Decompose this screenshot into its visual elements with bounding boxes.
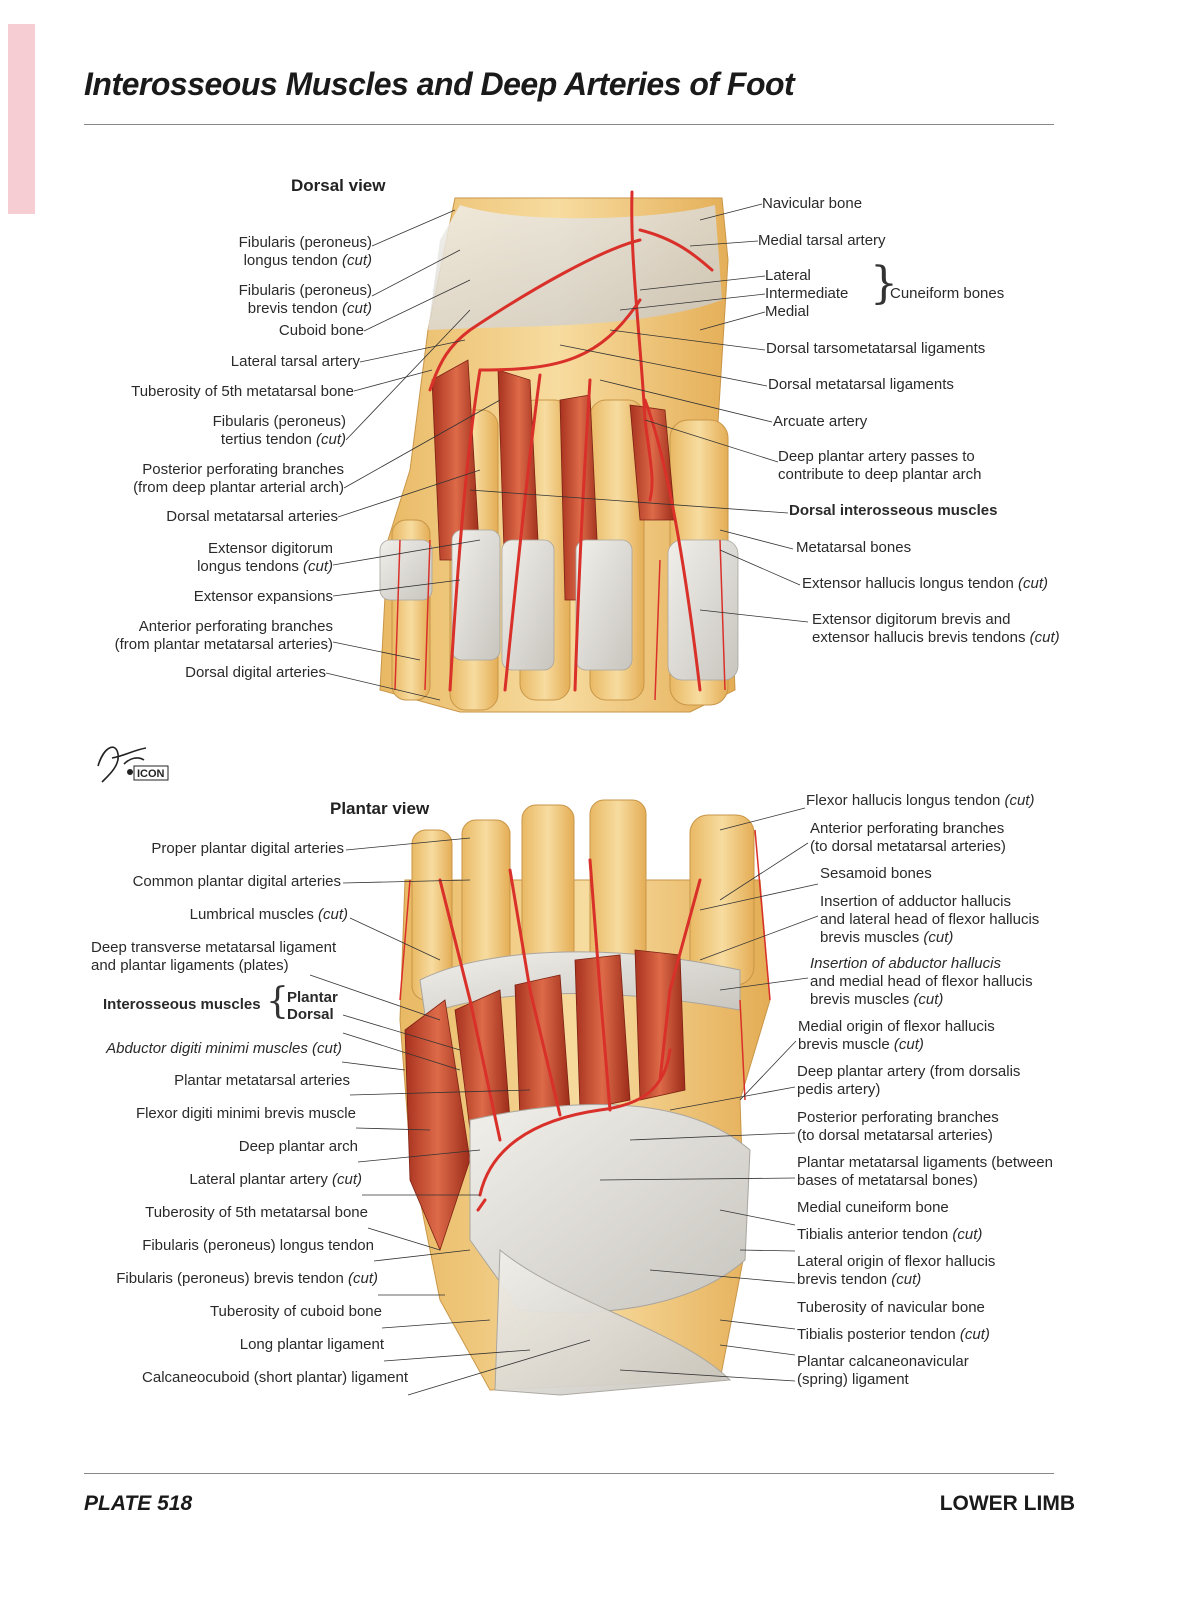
label-dorsal-metatarsal-ligaments: Dorsal metatarsal ligaments	[768, 376, 954, 393]
label-proper-plantar-digital-arteries: Proper plantar digital arteries	[151, 840, 344, 857]
label-anterior-perforating-dorsal: Anterior perforating branches(from plant…	[114, 618, 333, 653]
label-tuberosity-cuboid: Tuberosity of cuboid bone	[209, 1303, 382, 1320]
label-sesamoid-bones: Sesamoid bones	[820, 865, 932, 882]
label-fibularis-longus: Fibularis (peroneus)longus tendon (cut)	[238, 234, 372, 269]
label-navicular-bone: Navicular bone	[762, 195, 863, 212]
label-metatarsal-bones: Metatarsal bones	[796, 539, 912, 556]
label-cuneiform-medial: Medial	[765, 303, 810, 320]
label-dorsal-metatarsal-arteries: Dorsal metatarsal arteries	[166, 508, 338, 525]
label-fibularis-brevis: Fibularis (peroneus)brevis tendon (cut)	[238, 282, 372, 317]
label-tuberosity-5th-metatarsal: Tuberosity of 5th metatarsal bone	[131, 383, 354, 400]
label-dorsal-digital-arteries: Dorsal digital arteries	[185, 664, 326, 681]
label-interosseous-plantar: Plantar	[287, 989, 338, 1006]
label-fibularis-tertius: Fibularis (peroneus)tertius tendon (cut)	[212, 413, 346, 448]
label-plantar-calcaneonavicular: Plantar calcaneonavicular(spring) ligame…	[797, 1353, 969, 1388]
label-extensor-expansions: Extensor expansions	[193, 588, 333, 605]
label-interosseous-dorsal: Dorsal	[287, 1006, 334, 1023]
label-flexor-digiti-minimi-brevis: Flexor digiti minimi brevis muscle	[135, 1105, 356, 1122]
label-anterior-perforating-plantar: Anterior perforating branches(to dorsal …	[810, 820, 1006, 855]
title-divider	[84, 124, 1054, 125]
label-abductor-digiti-minimi: Abductor digiti minimi muscles (cut)	[106, 1040, 342, 1057]
label-fibularis-longus-tendon: Fibularis (peroneus) longus tendon	[142, 1237, 374, 1254]
label-cuneiform-bones: Cuneiform bones	[890, 285, 1005, 302]
plantar-foot-illustration	[399, 799, 771, 1396]
page-title: Interosseous Muscles and Deep Arteries o…	[84, 66, 795, 102]
label-tibialis-posterior-tendon: Tibialis posterior tendon (cut)	[797, 1326, 990, 1343]
label-common-plantar-digital-arteries: Common plantar digital arteries	[132, 873, 341, 890]
page-edge-tab	[8, 24, 35, 214]
label-plantar-metatarsal-arteries: Plantar metatarsal arteries	[174, 1072, 350, 1089]
label-medial-tarsal-artery: Medial tarsal artery	[758, 232, 886, 249]
label-tuberosity-navicular: Tuberosity of navicular bone	[797, 1299, 985, 1316]
label-deep-plantar-arch: Deep plantar arch	[238, 1138, 358, 1155]
label-dorsal-interosseous-muscles: Dorsal interosseous muscles	[789, 502, 998, 519]
label-medial-cuneiform-bone: Medial cuneiform bone	[797, 1199, 949, 1216]
label-extensor-hallucis-longus: Extensor hallucis longus tendon (cut)	[802, 575, 1048, 592]
label-cuboid-bone: Cuboid bone	[278, 322, 364, 339]
label-interosseous-muscles: Interosseous muscles	[103, 996, 261, 1013]
label-dorsal-tarsometatarsal-ligaments: Dorsal tarsometatarsal ligaments	[766, 340, 986, 357]
label-calcaneocuboid-ligament: Calcaneocuboid (short plantar) ligament	[142, 1369, 408, 1386]
plantar-leader-lines	[309, 807, 819, 1396]
svg-text:ICON: ICON	[137, 768, 165, 780]
label-posterior-perforating: Posterior perforating branches(from deep…	[133, 461, 344, 496]
footer-divider	[84, 1473, 1054, 1474]
label-cuneiform-intermediate: Intermediate	[765, 285, 849, 302]
label-fibularis-brevis-tendon: Fibularis (peroneus) brevis tendon (cut)	[116, 1270, 378, 1287]
dorsal-leader-lines	[325, 203, 809, 701]
label-long-plantar-ligament: Long plantar ligament	[239, 1336, 384, 1353]
interosseous-brace: {	[266, 981, 289, 1022]
label-lateral-tarsal-artery: Lateral tarsal artery	[230, 353, 360, 370]
netter-icon-logo: ICON	[97, 746, 169, 783]
label-tuberosity-5th-metatarsal-plantar: Tuberosity of 5th metatarsal bone	[145, 1204, 368, 1221]
cuneiform-brace: }	[870, 258, 898, 309]
dorsal-view-heading: Dorsal view	[291, 176, 386, 195]
label-lumbrical-muscles: Lumbrical muscles (cut)	[189, 906, 348, 923]
label-arcuate-artery: Arcuate artery	[773, 413, 868, 430]
label-posterior-perforating-plantar: Posterior perforating branches(to dorsal…	[797, 1109, 999, 1144]
plantar-view-heading: Plantar view	[330, 799, 430, 818]
label-lateral-plantar-artery: Lateral plantar artery (cut)	[189, 1171, 362, 1188]
label-cuneiform-lateral: Lateral	[765, 267, 811, 284]
plate-number: PLATE 518	[84, 1492, 193, 1515]
section-name: LOWER LIMB	[939, 1492, 1075, 1515]
dorsal-foot-illustration	[379, 190, 739, 713]
label-flexor-hallucis-longus: Flexor hallucis longus tendon (cut)	[806, 792, 1035, 809]
label-tibialis-anterior-tendon: Tibialis anterior tendon (cut)	[797, 1226, 983, 1243]
